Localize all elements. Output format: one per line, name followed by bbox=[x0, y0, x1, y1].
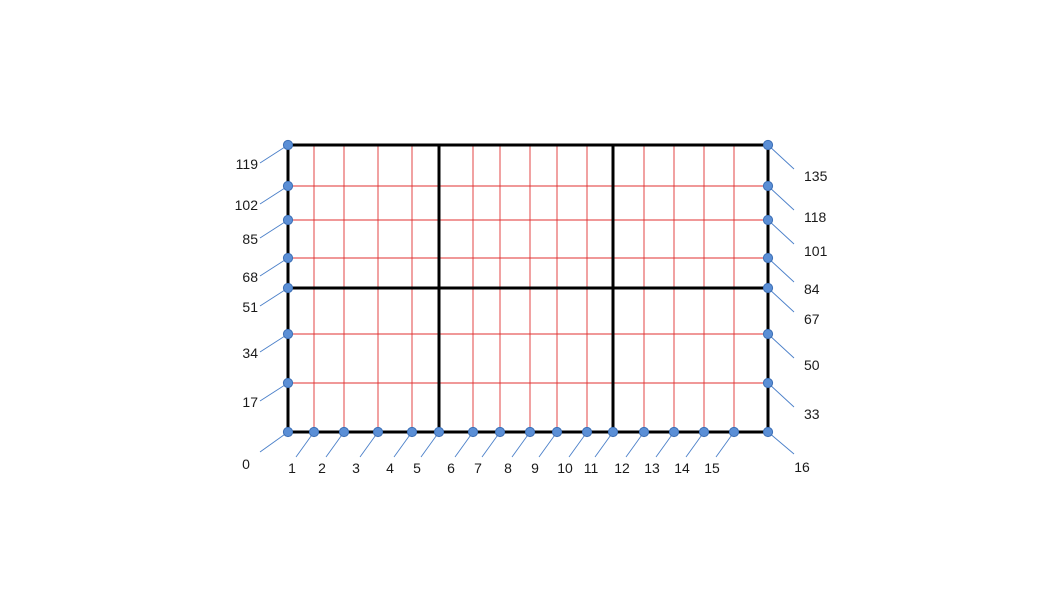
node-label: 34 bbox=[242, 345, 258, 361]
node-label: 3 bbox=[352, 460, 360, 476]
node-label: 85 bbox=[242, 231, 258, 247]
boundary-node bbox=[372, 426, 384, 438]
leader-line bbox=[511, 431, 531, 458]
boundary-node bbox=[762, 139, 774, 151]
leader-line bbox=[454, 431, 474, 458]
node-label: 68 bbox=[242, 269, 258, 285]
boundary-node bbox=[282, 180, 294, 192]
leader-line bbox=[481, 431, 501, 458]
node-label: 0 bbox=[242, 456, 250, 472]
node-label: 12 bbox=[614, 460, 630, 476]
boundary-node bbox=[762, 426, 774, 438]
leader-lines bbox=[259, 144, 795, 458]
boundary-node bbox=[581, 426, 593, 438]
leader-line bbox=[259, 287, 289, 307]
boundary-node bbox=[494, 426, 506, 438]
node-label: 5 bbox=[413, 460, 421, 476]
node-label: 9 bbox=[531, 460, 539, 476]
leader-line bbox=[420, 431, 440, 458]
boundary-node bbox=[668, 426, 680, 438]
leader-line bbox=[655, 431, 675, 458]
leader-line bbox=[767, 144, 795, 170]
node-label: 10 bbox=[557, 460, 573, 476]
boundary-node bbox=[698, 426, 710, 438]
leader-line bbox=[767, 257, 795, 283]
node-label: 2 bbox=[318, 460, 326, 476]
boundary-node bbox=[308, 426, 320, 438]
node-label: 8 bbox=[504, 460, 512, 476]
leader-line bbox=[715, 431, 735, 458]
leader-line bbox=[625, 431, 645, 458]
node-label: 4 bbox=[386, 460, 394, 476]
leader-line bbox=[594, 431, 614, 458]
boundary-node bbox=[433, 426, 445, 438]
boundary-node bbox=[282, 252, 294, 264]
node-label: 16 bbox=[794, 459, 810, 475]
boundary-node bbox=[282, 426, 294, 438]
leader-line bbox=[393, 431, 413, 458]
leader-line bbox=[767, 185, 795, 211]
leader-line bbox=[295, 431, 315, 458]
node-label: 13 bbox=[644, 460, 660, 476]
node-label: 84 bbox=[804, 281, 820, 297]
leader-line bbox=[767, 219, 795, 245]
boundary-node bbox=[762, 180, 774, 192]
boundary-node bbox=[338, 426, 350, 438]
boundary-node bbox=[282, 328, 294, 340]
boundary-node bbox=[762, 328, 774, 340]
leader-line bbox=[767, 333, 795, 359]
node-label: 101 bbox=[804, 243, 828, 259]
node-label: 135 bbox=[804, 168, 828, 184]
nodes bbox=[282, 139, 774, 438]
boundary-node bbox=[282, 139, 294, 151]
node-label: 15 bbox=[704, 460, 720, 476]
boundary-node bbox=[551, 426, 563, 438]
leader-line bbox=[685, 431, 705, 458]
node-label: 1 bbox=[288, 460, 296, 476]
boundary-node bbox=[406, 426, 418, 438]
leader-line bbox=[259, 333, 289, 353]
node-label: 67 bbox=[804, 311, 820, 327]
node-label: 7 bbox=[474, 460, 482, 476]
leader-line bbox=[259, 185, 289, 205]
leader-line bbox=[259, 144, 289, 164]
boundary-node bbox=[282, 214, 294, 226]
leader-line bbox=[767, 431, 795, 455]
boundary-node bbox=[728, 426, 740, 438]
leader-line bbox=[259, 431, 289, 453]
leader-line bbox=[767, 382, 795, 408]
leader-line bbox=[259, 219, 289, 239]
node-label: 102 bbox=[235, 197, 259, 213]
boundary-node bbox=[467, 426, 479, 438]
leader-line bbox=[359, 431, 379, 458]
boundary-node bbox=[762, 377, 774, 389]
leader-line bbox=[325, 431, 345, 458]
node-label: 50 bbox=[804, 357, 820, 373]
leader-line bbox=[568, 431, 588, 458]
leader-line bbox=[259, 382, 289, 402]
node-label: 14 bbox=[674, 460, 690, 476]
coarse-grid bbox=[286, 143, 770, 434]
boundary-node bbox=[638, 426, 650, 438]
boundary-node bbox=[282, 377, 294, 389]
node-label: 11 bbox=[584, 460, 599, 476]
node-label: 6 bbox=[447, 460, 455, 476]
boundary-node bbox=[762, 214, 774, 226]
leader-line bbox=[259, 257, 289, 277]
node-label: 119 bbox=[236, 156, 259, 172]
boundary-node bbox=[607, 426, 619, 438]
node-label: 51 bbox=[242, 299, 258, 315]
leader-line bbox=[538, 431, 558, 458]
boundary-node bbox=[282, 282, 294, 294]
node-label: 118 bbox=[804, 209, 827, 225]
boundary-node bbox=[524, 426, 536, 438]
node-label: 33 bbox=[804, 406, 820, 422]
leader-line bbox=[767, 287, 795, 313]
node-label: 17 bbox=[242, 394, 258, 410]
boundary-node bbox=[762, 252, 774, 264]
boundary-node bbox=[762, 282, 774, 294]
